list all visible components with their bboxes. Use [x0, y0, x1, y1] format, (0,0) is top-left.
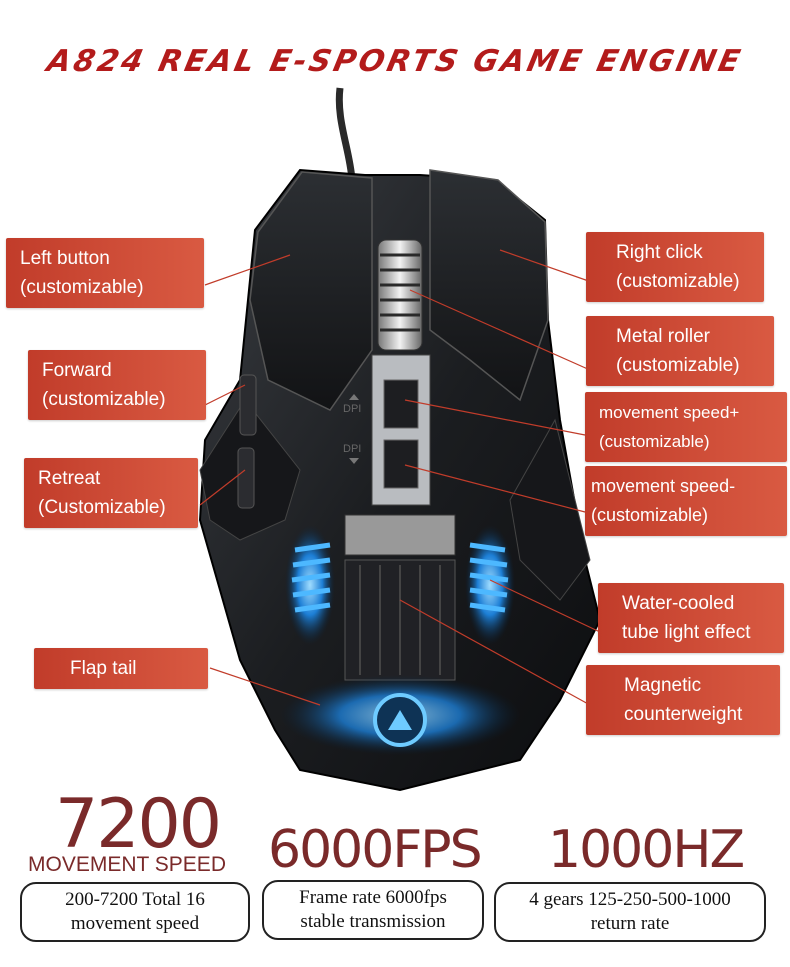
- callout-speed-minus: movement speed-(customizable): [585, 466, 787, 536]
- forward-side-button: [239, 374, 257, 436]
- callout-retreat: Retreat(Customizable): [24, 458, 198, 528]
- stat-value-movement: 7200: [55, 785, 222, 864]
- water-cooled-tube-right: [465, 525, 515, 645]
- stat-caption-movement: MOVEMENT SPEED: [28, 853, 226, 876]
- retreat-side-button: [237, 447, 255, 509]
- callout-metal-roller: Metal roller(customizable): [586, 316, 774, 386]
- callout-forward: Forward(customizable): [28, 350, 206, 420]
- dpi-up-button: [383, 379, 419, 429]
- stat-value-hz: 1000HZ: [548, 820, 745, 880]
- callout-flap-tail: Flap tail: [34, 648, 208, 689]
- dpi-down-button: [383, 439, 419, 489]
- svg-text:DPI: DPI: [343, 443, 361, 455]
- callout-right-click: Right click(customizable): [586, 232, 764, 302]
- cable: [335, 87, 356, 181]
- callout-left-button: Left button(customizable): [6, 238, 204, 308]
- callout-speed-plus: movement speed+(customizable): [585, 392, 787, 462]
- stat-value-fps: 6000FPS: [268, 820, 483, 880]
- svg-text:DPI: DPI: [343, 403, 361, 415]
- water-cooled-tube-left: [285, 525, 335, 645]
